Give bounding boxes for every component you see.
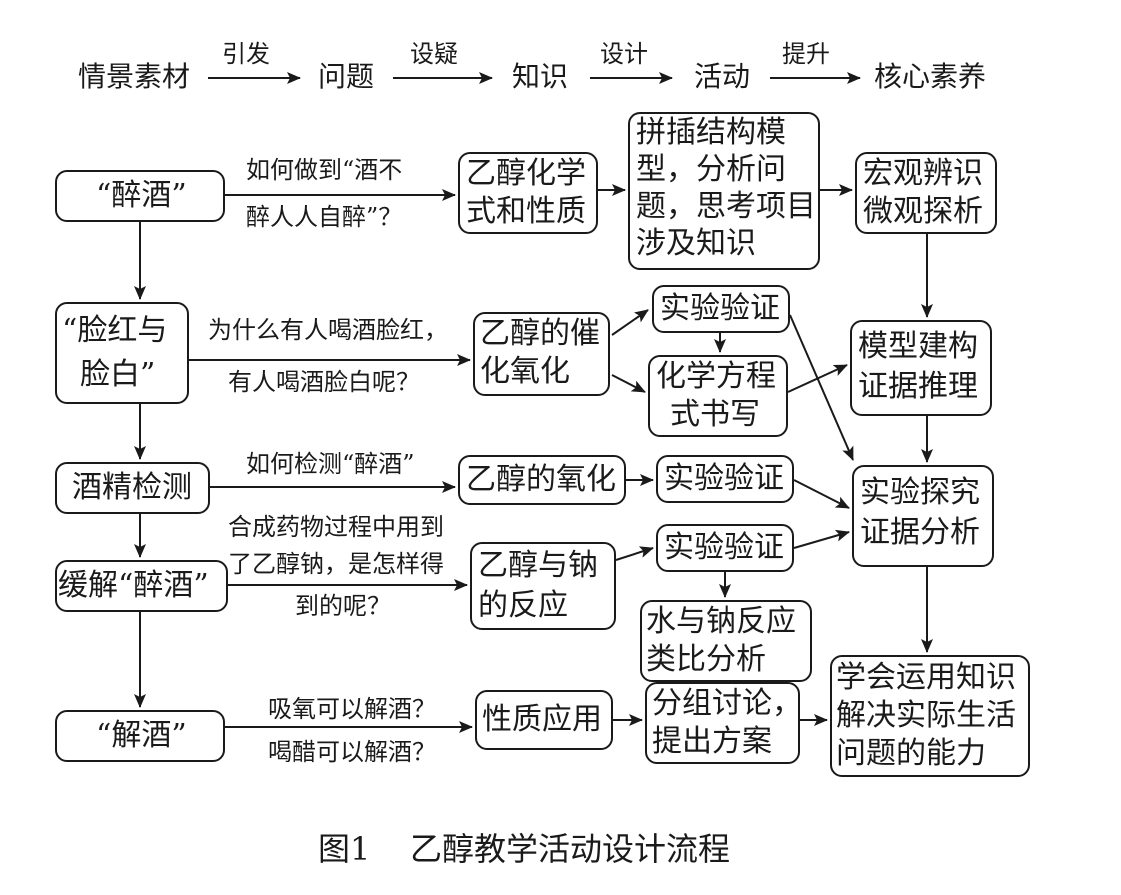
- activity-label: 化学方程: [656, 359, 776, 394]
- connector-arrow: [789, 314, 854, 461]
- figure-number: 图1: [318, 830, 371, 868]
- figure-title: 乙醇教学活动设计流程: [410, 830, 731, 868]
- question-text: 了乙醇钠，是怎样得: [228, 550, 444, 578]
- scenario-box-face-color: [55, 302, 189, 404]
- activity-label: 水与钠反应: [646, 604, 796, 639]
- activity-label: 分组讨论，: [652, 686, 802, 721]
- scenario-box-drunk: [55, 170, 225, 222]
- competency-box-experiment-inquiry: [852, 465, 994, 567]
- activity-label: 类比分析: [646, 642, 766, 677]
- header-stage-scenario: 情景素材: [78, 60, 191, 93]
- knowledge-box-ethanol-formula: [458, 152, 598, 234]
- question-text: 如何检测“醉酒”: [246, 450, 415, 478]
- scenario-box-relieve-drunk: [55, 560, 228, 612]
- knowledge-label: 性质应用: [482, 702, 602, 737]
- header-stage-question: 问题: [318, 60, 375, 93]
- header-stage-knowledge: 知识: [512, 60, 569, 93]
- activity-box-water-sodium-analogy: [640, 600, 812, 682]
- knowledge-label: 乙醇的氧化: [466, 462, 616, 497]
- activity-label: 提出方案: [652, 724, 772, 759]
- knowledge-box-catalytic-oxidation: [473, 312, 610, 396]
- competency-label: 解决实际生活: [836, 698, 1016, 733]
- question-text: 喝醋可以解酒？: [268, 738, 436, 766]
- connector-arrow: [615, 546, 654, 561]
- knowledge-label: 化氧化: [480, 354, 570, 389]
- competency-label: 微观探析: [863, 194, 983, 229]
- competency-label: 宏观辨识: [863, 156, 983, 191]
- knowledge-box-property-application: [475, 690, 613, 750]
- question-text: 到的呢？: [295, 592, 391, 620]
- competency-box-model-evidence: [850, 320, 992, 416]
- scenario-label: “解酒”: [96, 718, 187, 753]
- competency-label: 证据推理: [858, 369, 978, 404]
- activity-label: 题，思考项目: [636, 189, 816, 224]
- knowledge-box-ethanol-sodium: [470, 542, 616, 630]
- competency-box-macro-micro: [855, 152, 997, 234]
- competency-label: 模型建构: [858, 329, 978, 364]
- knowledge-label: 乙醇与钠: [478, 548, 598, 583]
- knowledge-box-ethanol-oxidation: [458, 455, 626, 505]
- competency-label: 学会运用知识: [836, 660, 1016, 695]
- competency-label: 问题的能力: [836, 736, 986, 771]
- activity-box-experiment-verify: [656, 455, 794, 503]
- activity-label: 型，分析问: [636, 152, 786, 187]
- scenario-box-hangover-cure: [55, 710, 225, 762]
- knowledge-label: 式和性质: [466, 194, 586, 229]
- connector-arrow: [793, 479, 850, 509]
- knowledge-label: 的反应: [478, 588, 568, 623]
- scenario-label: 缓解“醉酒”: [58, 568, 209, 603]
- competency-label: 证据分析: [860, 515, 980, 550]
- question-text: 如何做到“酒不: [246, 156, 403, 184]
- connector-arrow: [611, 374, 646, 393]
- header-stage-competency: 核心素养: [874, 60, 987, 93]
- question-text: 合成药物过程中用到: [228, 513, 444, 541]
- scenario-label: “醉酒”: [96, 178, 187, 213]
- header-stage-activity: 活动: [694, 60, 751, 93]
- activity-box-group-discussion: [645, 682, 800, 764]
- activity-label: 实验验证: [660, 291, 780, 326]
- activity-label: 实验验证: [664, 461, 784, 496]
- connector-arrow: [611, 309, 649, 336]
- activity-label: 式书写: [670, 397, 760, 432]
- activity-label: 涉及知识: [636, 226, 756, 261]
- activity-box-equation-writing: [648, 355, 788, 437]
- competency-label: 实验探究: [860, 475, 980, 510]
- header-verb-trigger: 引发: [222, 40, 270, 68]
- activity-label: 实验验证: [664, 530, 784, 565]
- competency-box-apply-knowledge: [830, 655, 1030, 777]
- connector-arrow: [793, 529, 850, 549]
- activity-box-experiment-verify: [656, 524, 794, 572]
- header-verb-design: 设计: [600, 40, 648, 68]
- scenario-label: 酒精检测: [72, 470, 192, 505]
- scenario-label: 脸白”: [80, 357, 156, 392]
- question-text: 为什么有人喝酒脸红，: [208, 316, 448, 344]
- activity-box-experiment-verify: [652, 285, 790, 333]
- knowledge-label: 乙醇的催: [480, 316, 600, 351]
- question-text: 吸氧可以解酒？: [268, 695, 436, 723]
- knowledge-label: 乙醇化学: [466, 156, 586, 191]
- question-text: 有人喝酒脸白呢？: [228, 368, 420, 396]
- header-verb-question: 设疑: [410, 40, 458, 68]
- scenario-box-alcohol-test: [55, 462, 210, 514]
- activity-label: 拼插结构模: [636, 115, 786, 150]
- header-verb-elevate: 提升: [782, 40, 830, 68]
- scenario-label: “脸红与: [62, 313, 168, 348]
- question-text: 醉人人自醉”？: [246, 203, 403, 231]
- activity-box-model-building: [628, 112, 820, 270]
